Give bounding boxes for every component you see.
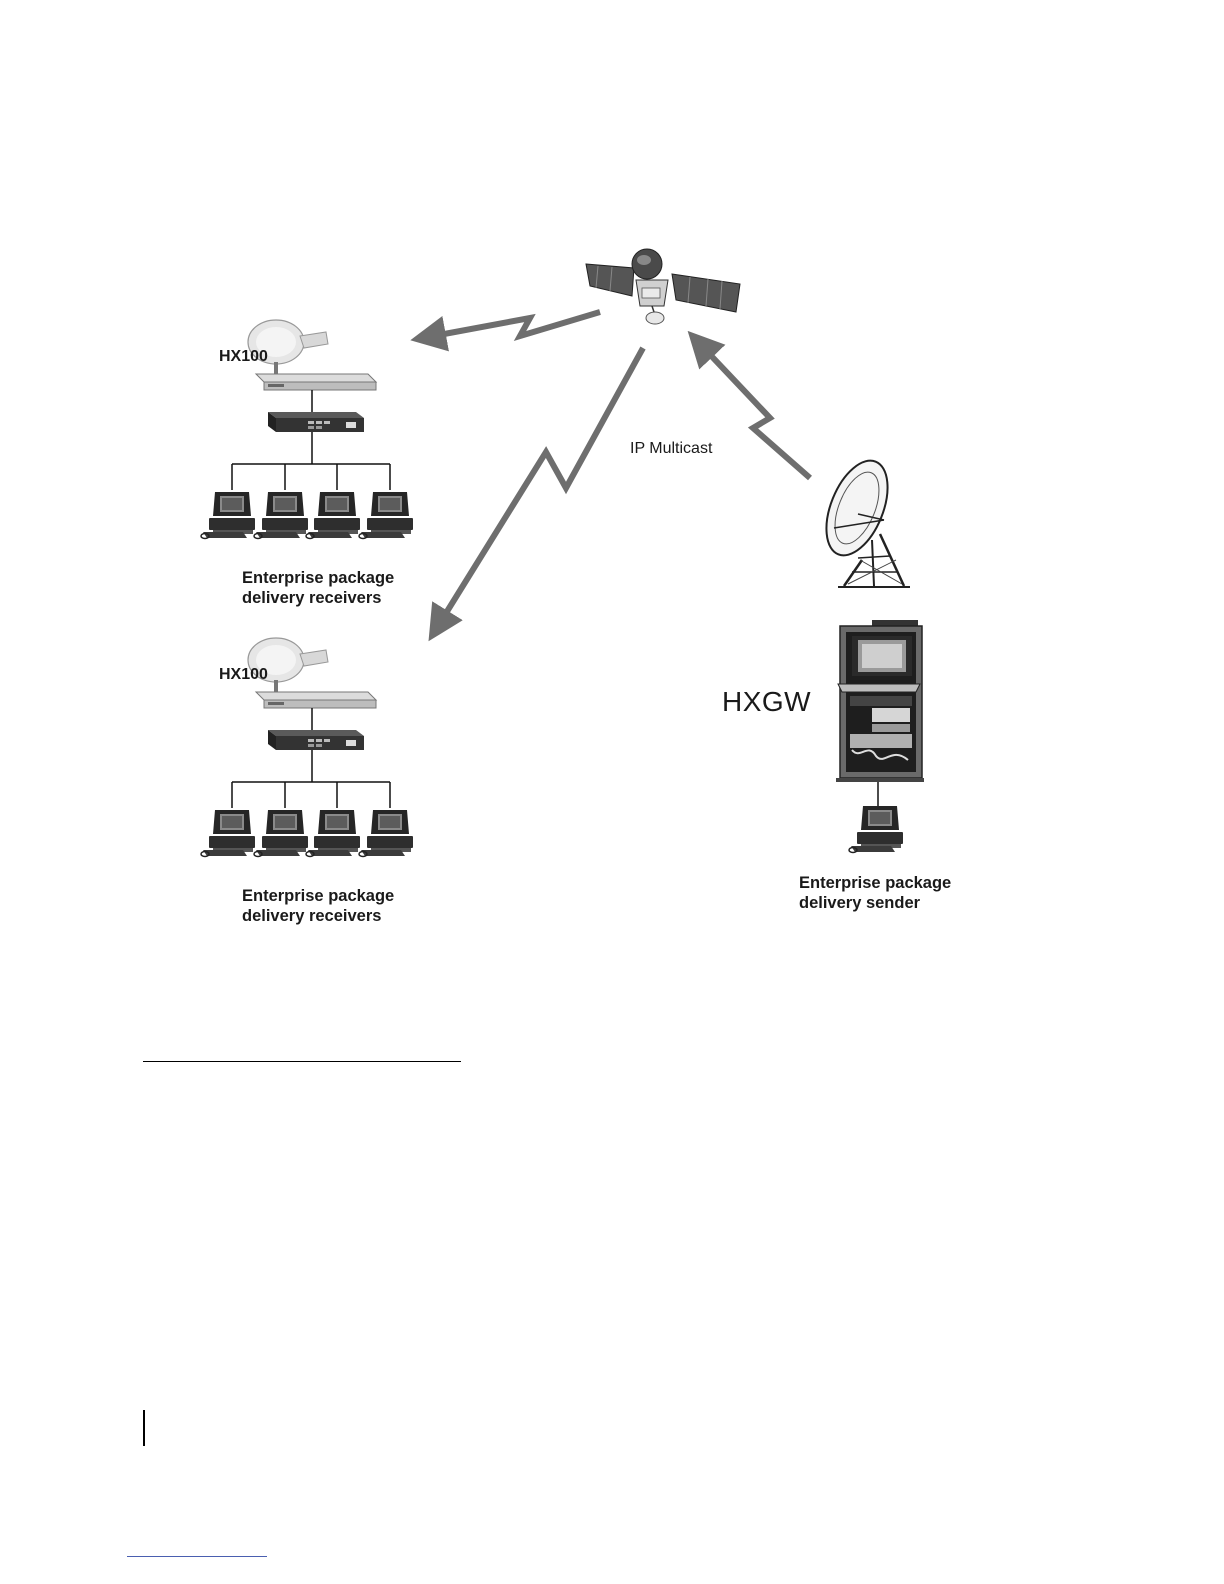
receivers-label-top-line1: Enterprise package: [242, 568, 394, 588]
sender-label: Enterprise package delivery sender: [799, 873, 951, 913]
satellite-icon: [586, 249, 740, 324]
hx100-label-top: HX100: [219, 348, 268, 366]
downlink-signal-bottom: [438, 348, 643, 626]
receivers-label-top-line2: delivery receivers: [242, 588, 394, 608]
receivers-label-bottom: Enterprise package delivery receivers: [242, 886, 394, 926]
footnote-rule: [143, 1061, 461, 1062]
sender-label-line2: delivery sender: [799, 893, 951, 913]
receivers-label-bottom-line2: delivery receivers: [242, 906, 394, 926]
server-rack-icon: [836, 620, 924, 806]
uplink-tower-icon: [814, 452, 910, 587]
hx100-label-bottom: HX100: [219, 666, 268, 684]
margin-bar: [143, 1410, 145, 1446]
footer-rule: [127, 1556, 267, 1557]
sender-label-line1: Enterprise package: [799, 873, 951, 893]
computer-icon: [849, 806, 903, 853]
uplink-signal: [700, 344, 810, 478]
receivers-label-top: Enterprise package delivery receivers: [242, 568, 394, 608]
hxgw-label: HXGW: [722, 686, 811, 718]
downlink-signal-top: [428, 312, 600, 337]
ip-multicast-label: IP Multicast: [630, 440, 712, 458]
receivers-label-bottom-line1: Enterprise package: [242, 886, 394, 906]
